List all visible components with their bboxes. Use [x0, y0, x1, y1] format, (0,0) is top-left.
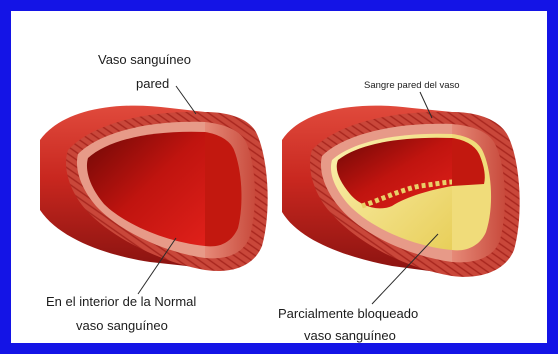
- blocked-vessel-inside-label-line2: vaso sanguíneo: [304, 328, 396, 344]
- normal-vessel-wall-label-line1: Vaso sanguíneo: [98, 52, 191, 68]
- normal-vessel-inside-label-line2: vaso sanguíneo: [76, 318, 168, 334]
- normal-vessel-wall-label-line2: pared: [136, 76, 169, 92]
- normal-vessel: [40, 106, 268, 271]
- blocked-vessel-wall-label: Sangre pared del vaso: [364, 80, 460, 92]
- blocked-vessel: [282, 106, 520, 277]
- blocked-vessel-inside-label-line1: Parcialmente bloqueado: [278, 306, 418, 322]
- normal-vessel-inside-label-line1: En el interior de la Normal: [46, 294, 196, 310]
